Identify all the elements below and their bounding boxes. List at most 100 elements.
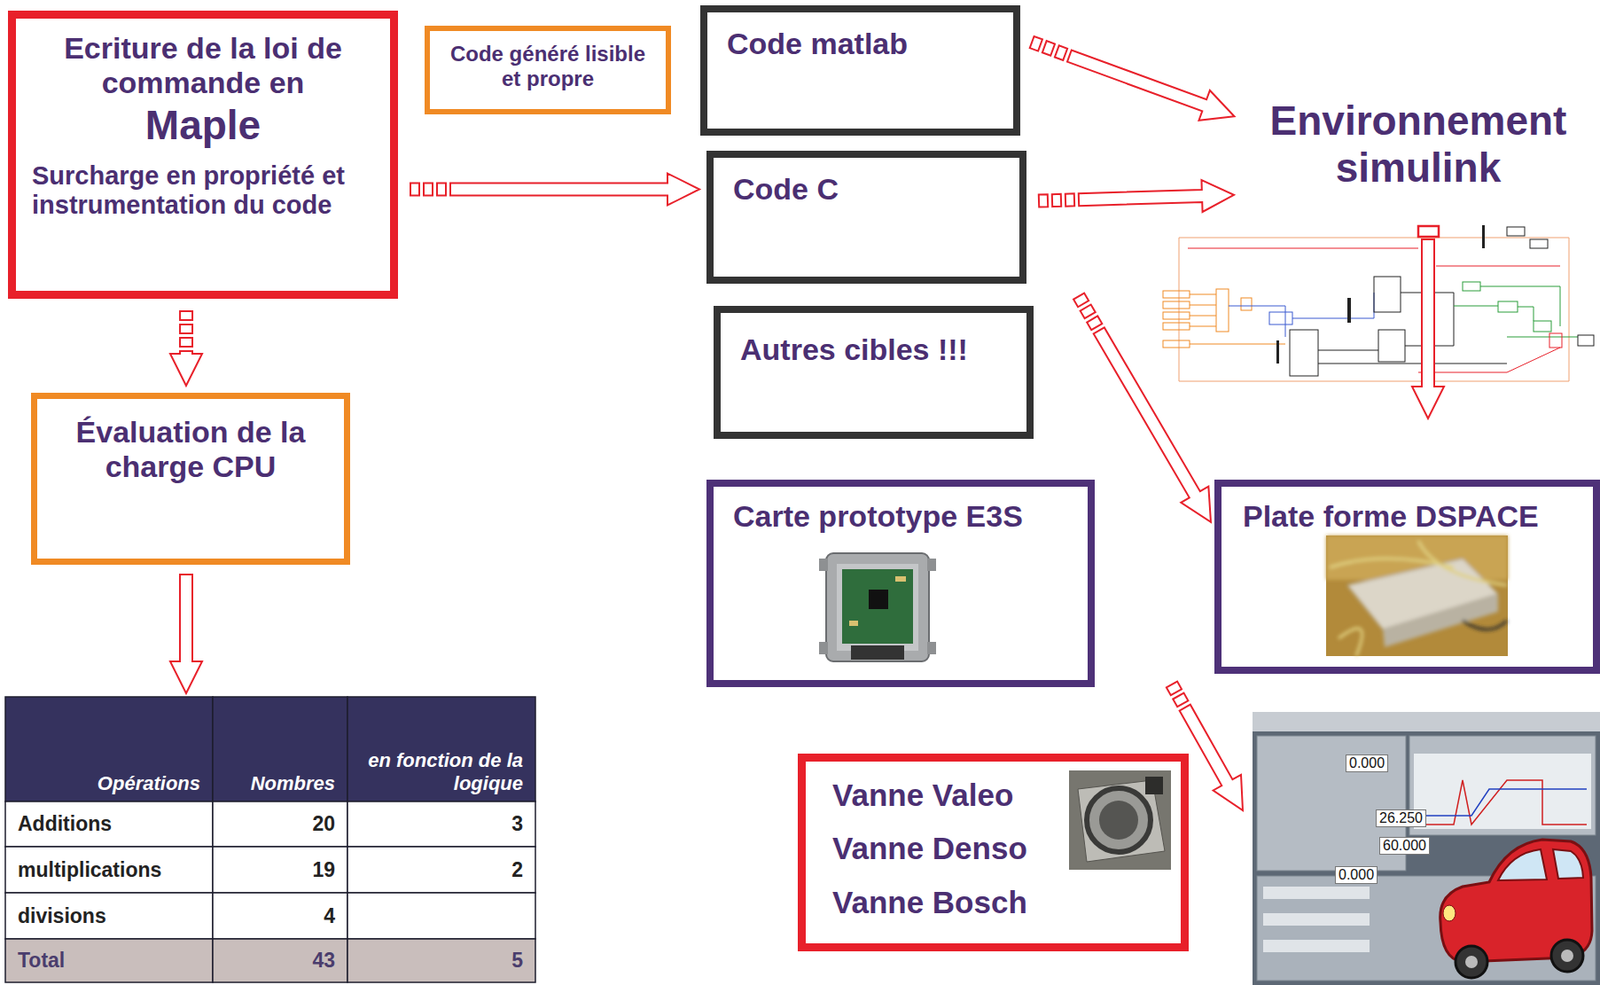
dspace-photo [1326,535,1508,656]
table-cell-text: divisions [5,892,213,939]
readout-value: 60.000 [1379,836,1430,855]
simulink-diagram [1269,312,1293,325]
valve-photo [1099,800,1139,840]
table-cell-text: Nombres [212,696,348,802]
ecu-board-photo [819,641,828,655]
flow-arrow [1030,36,1235,121]
table-cell-text: 5 [347,938,536,983]
simulink-diagram [1529,239,1548,249]
table-cell-text: 2 [347,846,536,893]
box-text: Maple [31,101,375,149]
box-text: Autres cibles !!! [740,332,1007,367]
box-text: Vanne Denso [832,830,1155,867]
simulink-diagram [1289,329,1319,376]
box-text: Code matlab [726,26,994,62]
box-text: Environnement simulink [1249,97,1587,192]
table-cell [5,696,213,802]
table-cell [212,938,348,983]
flow-arrow [1038,179,1234,212]
table-cell [5,938,213,983]
table-cell [212,696,348,802]
simulink-diagram [1157,218,1600,393]
flow-arrow [1166,681,1243,811]
simulink-diagram [1178,237,1569,382]
control-screenshot [1263,886,1370,899]
flow-arrow [170,311,203,386]
simulink-diagram [1162,322,1190,330]
table-cell [5,801,213,847]
car-icon [1498,849,1547,881]
simulink-diagram [1216,288,1229,332]
simulink-diagram [1577,335,1594,346]
table-cell [212,801,348,847]
valve-list-box: Vanne ValeoVanne DensoVanne Bosch [797,753,1189,952]
box-text: Vanne Valeo [832,777,1155,813]
simulink-diagram [1482,225,1485,249]
table-cell [212,892,348,939]
simulink-diagram [1162,301,1190,309]
simulink-diagram [1506,226,1525,236]
dspace-photo [1326,535,1508,656]
simulink-diagram [1157,218,1600,393]
valve-photo [1145,776,1163,795]
table-cell [347,846,536,893]
simulink-diagram [1276,340,1280,364]
car-icon [1440,839,1593,978]
hardware-box: Plate forme DSPACE [1214,479,1600,674]
control-screenshot [1252,711,1600,732]
simulink-diagram [1347,297,1351,323]
simulink-diagram [1162,290,1190,298]
simulink-diagram [1462,281,1481,291]
car-icon [1465,955,1478,968]
dspace-photo [1462,620,1507,630]
box-text: Vanne Bosch [832,884,1155,921]
ecu-board-photo [895,576,906,582]
readout-value: 0.000 [1345,754,1389,773]
flow-arrow [170,574,203,694]
readout-value: 26.250 [1375,809,1427,828]
valve-photo [1069,770,1171,870]
simulink-diagram [1162,312,1190,320]
dspace-photo [1326,535,1508,656]
table-cell-text: 4 [212,892,348,939]
box-text: Code C [733,171,1000,207]
box-text: Ecriture de la loi de commande en [31,31,375,101]
simulink-diagram [1240,297,1252,311]
simulink-diagram [1187,248,1561,266]
table-cell [347,696,536,802]
readout-value: 0.000 [1334,866,1378,884]
flow-arrow [410,173,700,206]
table-cell-text: 43 [212,938,348,983]
ecu-board-photo [819,558,828,571]
simulink-diagram [1373,276,1401,313]
simulink-diagram [1378,329,1405,362]
ecu-board-photo [927,558,937,571]
table-cell [347,938,536,983]
control-screenshot [1418,780,1587,825]
evaluation-box: Évaluation de la charge CPU [31,392,351,565]
ecu-board-photo [836,563,919,651]
table-cell-text: multiplications [5,846,213,893]
ecu-board-photo [850,645,905,660]
table-cell-text: 19 [212,846,348,893]
simulink-diagram [1533,320,1552,332]
simulink-diagram [1418,347,1561,373]
simulink-diagram [1549,333,1562,348]
table-cell [5,892,213,939]
ecu-board-photo [826,553,929,662]
table-cell [347,801,536,847]
simulink-diagram [1162,340,1190,348]
cpu-table-grid [5,696,536,983]
note-box: Code généré lisible et propre [424,25,672,115]
flow-arrow [1412,239,1444,419]
box-text: Code généré lisible et propre [438,41,657,91]
box-text: Carte prototype E3S [733,499,1069,534]
target-box: Code matlab [700,5,1021,136]
target-box: Code C [706,150,1027,284]
table-cell-text: Opérations [5,696,213,802]
car-icon [1455,945,1488,978]
table-cell [5,846,213,893]
car-icon [1553,849,1584,879]
table-cell [212,846,348,893]
box-text: Plate forme DSPACE [1242,499,1572,534]
